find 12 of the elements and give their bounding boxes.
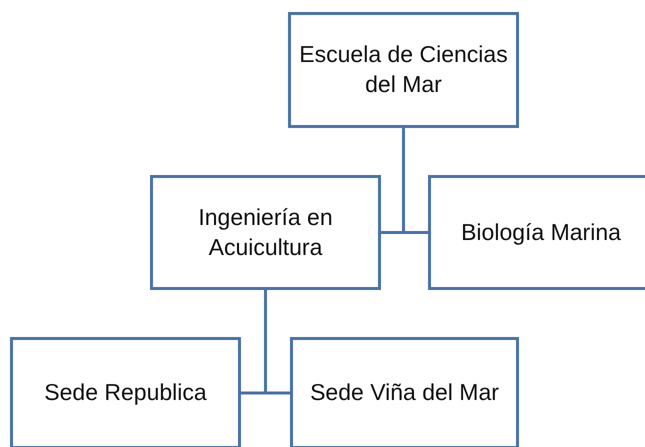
box-label: Ingeniería en Acuicultura: [197, 202, 334, 262]
org-box: [290, 337, 519, 447]
connector-line: [402, 128, 428, 234]
box-label: Escuela de Ciencias del Mar: [298, 40, 509, 99]
org-box: [288, 12, 519, 128]
box-label: Sede Viña del Mar: [309, 378, 500, 408]
box-label: Sede Republica: [43, 378, 208, 408]
org-box: [150, 175, 381, 290]
org-box: [428, 175, 645, 290]
connector-line: [264, 290, 290, 394]
org-box: [10, 337, 241, 447]
box-label: Biología Marina: [460, 218, 622, 247]
